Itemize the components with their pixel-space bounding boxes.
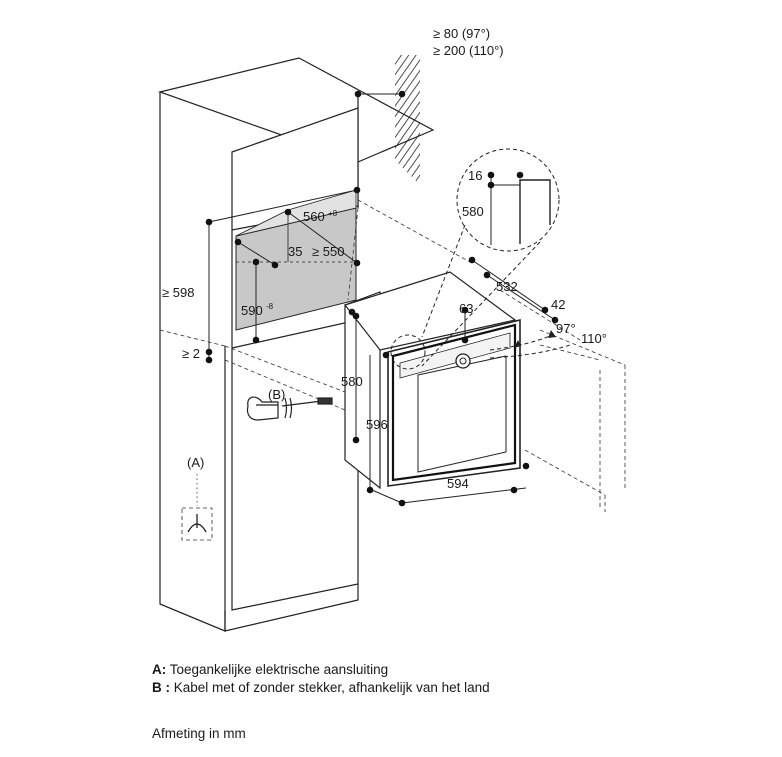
niche-gap-label: ≥ 2 — [182, 346, 200, 361]
ventilation-label-2: ≥ 200 (110°) — [433, 43, 504, 58]
power-cable — [246, 396, 333, 421]
ventilation-slot — [354, 55, 420, 185]
detail-magnifier — [390, 148, 560, 370]
niche-depth-label: ≥ 550 — [312, 244, 344, 259]
niche-opening — [235, 189, 357, 331]
electrical-access-symbol — [187, 514, 207, 533]
marker-a: (A) — [187, 455, 204, 470]
detail-dim-580: 580 — [462, 204, 484, 219]
dimension-dots — [205, 186, 559, 507]
niche-total-height-label: ≥ 598 — [162, 285, 194, 300]
detail-dim-16: 16 — [468, 168, 482, 183]
oven-side-height-label: 580 — [341, 374, 363, 389]
oven-front-label: 42 — [551, 297, 565, 312]
door-angle-1-label: 97° — [556, 321, 576, 336]
legend-b-text: Kabel met of zonder stekker, afhankelijk… — [170, 680, 490, 695]
unit-note: Afmeting in mm — [152, 726, 246, 741]
oven-depth-label: 532 — [496, 279, 518, 294]
oven-body — [343, 271, 521, 490]
niche-width-tolerance: +8 — [328, 209, 338, 218]
niche-width-label: 560 — [303, 209, 325, 224]
door-swing — [489, 330, 571, 359]
door-angle-2-label: 110° — [581, 331, 607, 346]
legend-a-key: A: — [152, 662, 167, 677]
oven-width-label: 594 — [447, 476, 469, 491]
legend-a-text: Toegankelijke elektrische aansluiting — [166, 662, 389, 677]
legend-a: A: Toegankelijke elektrische aansluiting — [152, 661, 388, 678]
dimension-lines — [208, 189, 556, 504]
marker-b: (B) — [268, 387, 285, 402]
niche-height-tolerance: -8 — [266, 302, 274, 311]
ventilation-label-1: ≥ 80 (97°) — [433, 26, 490, 41]
niche-height-label: 590 — [241, 303, 263, 318]
oven-top-label: 63 — [459, 301, 473, 316]
oven-height-label: 596 — [366, 417, 388, 432]
legend-b: B : Kabel met of zonder stekker, afhanke… — [152, 679, 490, 696]
legend-b-key: B : — [152, 680, 170, 695]
niche-offset-label: 35 — [288, 244, 302, 259]
